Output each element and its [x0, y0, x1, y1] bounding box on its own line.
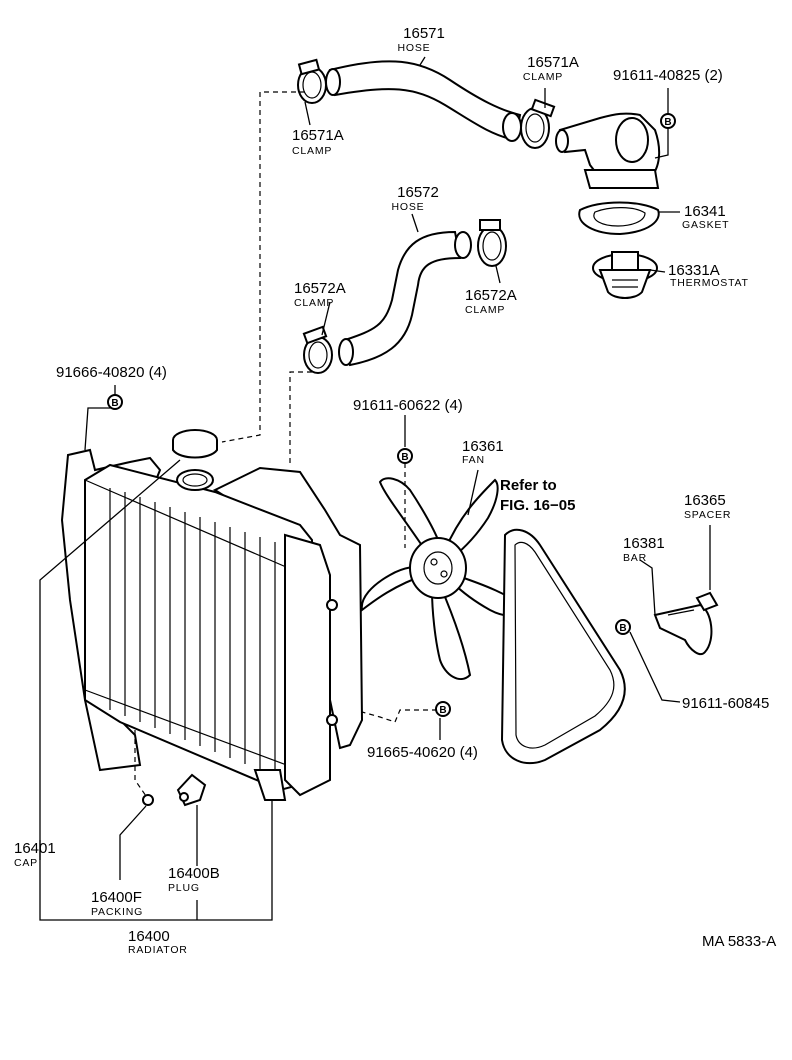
water-outlet	[555, 112, 661, 189]
upper-hose	[325, 60, 522, 142]
part-number: 16365	[684, 492, 726, 509]
thermostat	[592, 251, 658, 299]
packing	[142, 794, 154, 806]
part-number: 16571A	[527, 54, 579, 71]
part-number: 16361	[462, 438, 504, 455]
callout-bolt-bar: 91611-60845	[682, 695, 769, 712]
callout-bolt-fan: 91611-60622 (4)	[353, 397, 463, 414]
part-name: PLUG	[168, 882, 200, 894]
refer-line-2: FIG. 16−05	[500, 497, 575, 514]
part-name: GASKET	[682, 219, 729, 231]
part-name: PACKING	[91, 906, 143, 918]
bolt-symbol-outlet: B	[660, 113, 676, 129]
part-number: 16341	[684, 203, 726, 220]
part-number: 16401	[14, 840, 56, 857]
callout-gasket: 16341 GASKET	[682, 203, 729, 231]
part-name: CAP	[14, 857, 38, 869]
callout-hose-upper: 16571 HOSE	[398, 25, 445, 54]
part-number: 91611-60622 (4)	[353, 397, 463, 414]
callout-hose-lower: 16572 HOSE	[392, 184, 439, 213]
part-name: HOSE	[392, 201, 425, 213]
svg-text:B: B	[439, 705, 446, 716]
alignment-dashes	[134, 91, 437, 797]
part-name: HOSE	[398, 42, 431, 54]
callout-clamp-upper-right: 16571A CLAMP	[523, 54, 579, 83]
bolt-symbol-radiator: B	[107, 394, 123, 410]
svg-text:B: B	[664, 117, 671, 128]
svg-text:B: B	[401, 452, 408, 463]
callout-bolt-radiator: 91666-40820 (4)	[56, 364, 167, 381]
callout-thermostat: 16331A THERMOSTAT	[668, 262, 749, 289]
upper-clamp-right	[520, 98, 556, 149]
lower-hose	[338, 230, 472, 367]
part-number: 91611-60845	[682, 695, 769, 712]
upper-clamp-left	[297, 58, 327, 104]
adjusting-bar	[653, 603, 713, 656]
gasket	[578, 201, 660, 236]
part-number: 16571	[403, 25, 445, 42]
part-number: 16331A	[668, 262, 720, 279]
spacer	[695, 591, 719, 612]
part-name: CLAMP	[465, 304, 505, 316]
part-number: 16400F	[91, 889, 142, 906]
bolt-symbol-shroud: B	[435, 701, 451, 717]
radiator-cap	[172, 429, 218, 459]
callout-packing: 16400F PACKING	[91, 889, 143, 918]
svg-text:B: B	[619, 623, 626, 634]
callout-clamp-lower-left: 16572A CLAMP	[294, 280, 346, 309]
part-name: CLAMP	[294, 297, 334, 309]
radiator	[60, 448, 364, 801]
drawing-code: MA 5833-A	[702, 933, 776, 950]
part-name: THERMOSTAT	[670, 277, 749, 289]
radiator-core-fins	[109, 488, 276, 776]
callout-plug: 16400B PLUG	[168, 865, 220, 894]
lower-clamp-left	[302, 325, 333, 374]
part-name: CLAMP	[292, 145, 332, 157]
bolt-symbol-bar: B	[615, 619, 631, 635]
refer-line-1: Refer to	[500, 477, 557, 494]
part-name: BAR	[623, 552, 647, 564]
part-name: RADIATOR	[128, 944, 188, 956]
callout-clamp-lower-right: 16572A CLAMP	[465, 287, 517, 316]
part-number: 91666-40820 (4)	[56, 364, 167, 381]
part-number: 16400	[128, 928, 170, 945]
part-number: 16400B	[168, 865, 220, 882]
callout-bar: 16381 BAR	[623, 535, 665, 564]
callout-bolt-outlet: 91611-40825 (2)	[613, 67, 723, 84]
lower-clamp-right	[477, 219, 507, 267]
part-number: 16572	[397, 184, 439, 201]
callout-radiator: 16400 RADIATOR	[128, 928, 188, 956]
leader-lines	[39, 56, 711, 921]
part-name: CLAMP	[523, 71, 563, 83]
part-number: 16572A	[465, 287, 517, 304]
callout-cap: 16401 CAP	[14, 840, 56, 869]
part-number: 91665-40620 (4)	[367, 744, 478, 761]
callout-fan: 16361 FAN	[462, 438, 504, 466]
part-number: 16571A	[292, 127, 344, 144]
callout-bolt-shroud: 91665-40620 (4)	[367, 744, 478, 761]
drain-plug	[176, 773, 207, 807]
part-number: 16572A	[294, 280, 346, 297]
svg-text:B: B	[111, 398, 118, 409]
callout-spacer: 16365 SPACER	[684, 492, 731, 521]
callout-clamp-upper-left: 16571A CLAMP	[292, 127, 344, 157]
bolt-symbol-fan: B	[397, 448, 413, 464]
v-belt	[500, 528, 626, 765]
part-name: SPACER	[684, 509, 731, 521]
callout-refer: Refer to FIG. 16−05	[500, 477, 575, 514]
part-number: 16381	[623, 535, 665, 552]
part-name: FAN	[462, 454, 485, 466]
part-number: 91611-40825 (2)	[613, 67, 723, 84]
